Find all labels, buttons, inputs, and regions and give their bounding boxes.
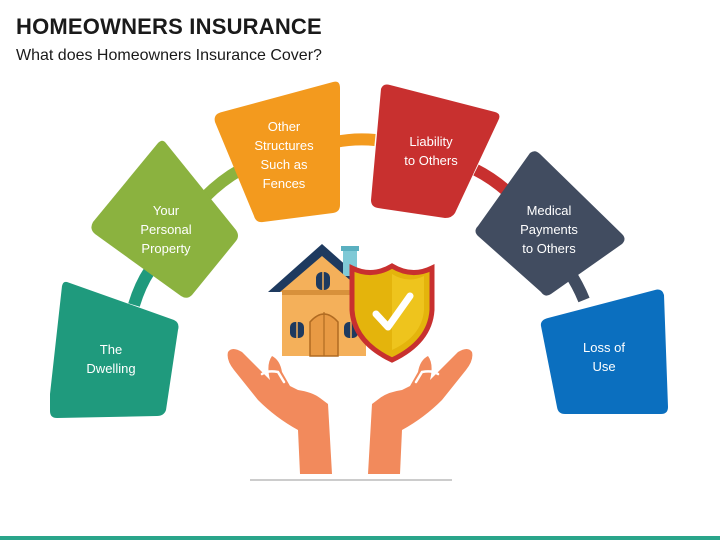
coverage-label-line: Liability	[409, 134, 453, 149]
coverage-label-line: Medical	[527, 203, 572, 218]
coverage-label-line: Such as	[261, 157, 308, 172]
coverage-label: Loss of Use	[583, 340, 625, 374]
coverage-label-line: Loss of	[583, 340, 625, 355]
shield-check-icon	[349, 263, 435, 363]
coverage-label-line: The	[100, 342, 122, 357]
page-subtitle: What does Homeowners Insurance Cover?	[16, 47, 322, 64]
connector-liability-medical	[473, 164, 512, 197]
coverage-label-line: Dwelling	[86, 361, 135, 376]
coverage-label-line: Personal	[140, 222, 191, 237]
connector-structures-liability	[333, 133, 376, 148]
coverage-label-line: Payments	[520, 222, 578, 237]
coverage-label: Liability to Others	[404, 134, 458, 168]
coverage-label-line: Use	[592, 359, 615, 374]
page-title: HOMEOWNERS INSURANCE	[16, 14, 322, 39]
coverage-label-line: Your	[153, 203, 180, 218]
connector-dwelling-property	[128, 266, 156, 307]
coverage-label-line: Fences	[263, 176, 306, 191]
coverage-label-line: Structures	[254, 138, 314, 153]
coverage-liability: Liability to Others	[371, 84, 500, 218]
connector-property-structures	[200, 164, 243, 202]
coverage-label-line: to Others	[404, 153, 458, 168]
bottom-accent-bar	[0, 536, 720, 540]
coverage-loss-of-use: Loss of Use	[540, 289, 668, 414]
coverage-label-line: Property	[141, 241, 191, 256]
hands-icon	[227, 349, 473, 481]
coverage-label-line: Other	[268, 119, 301, 134]
coverage-label-line: to Others	[522, 241, 576, 256]
